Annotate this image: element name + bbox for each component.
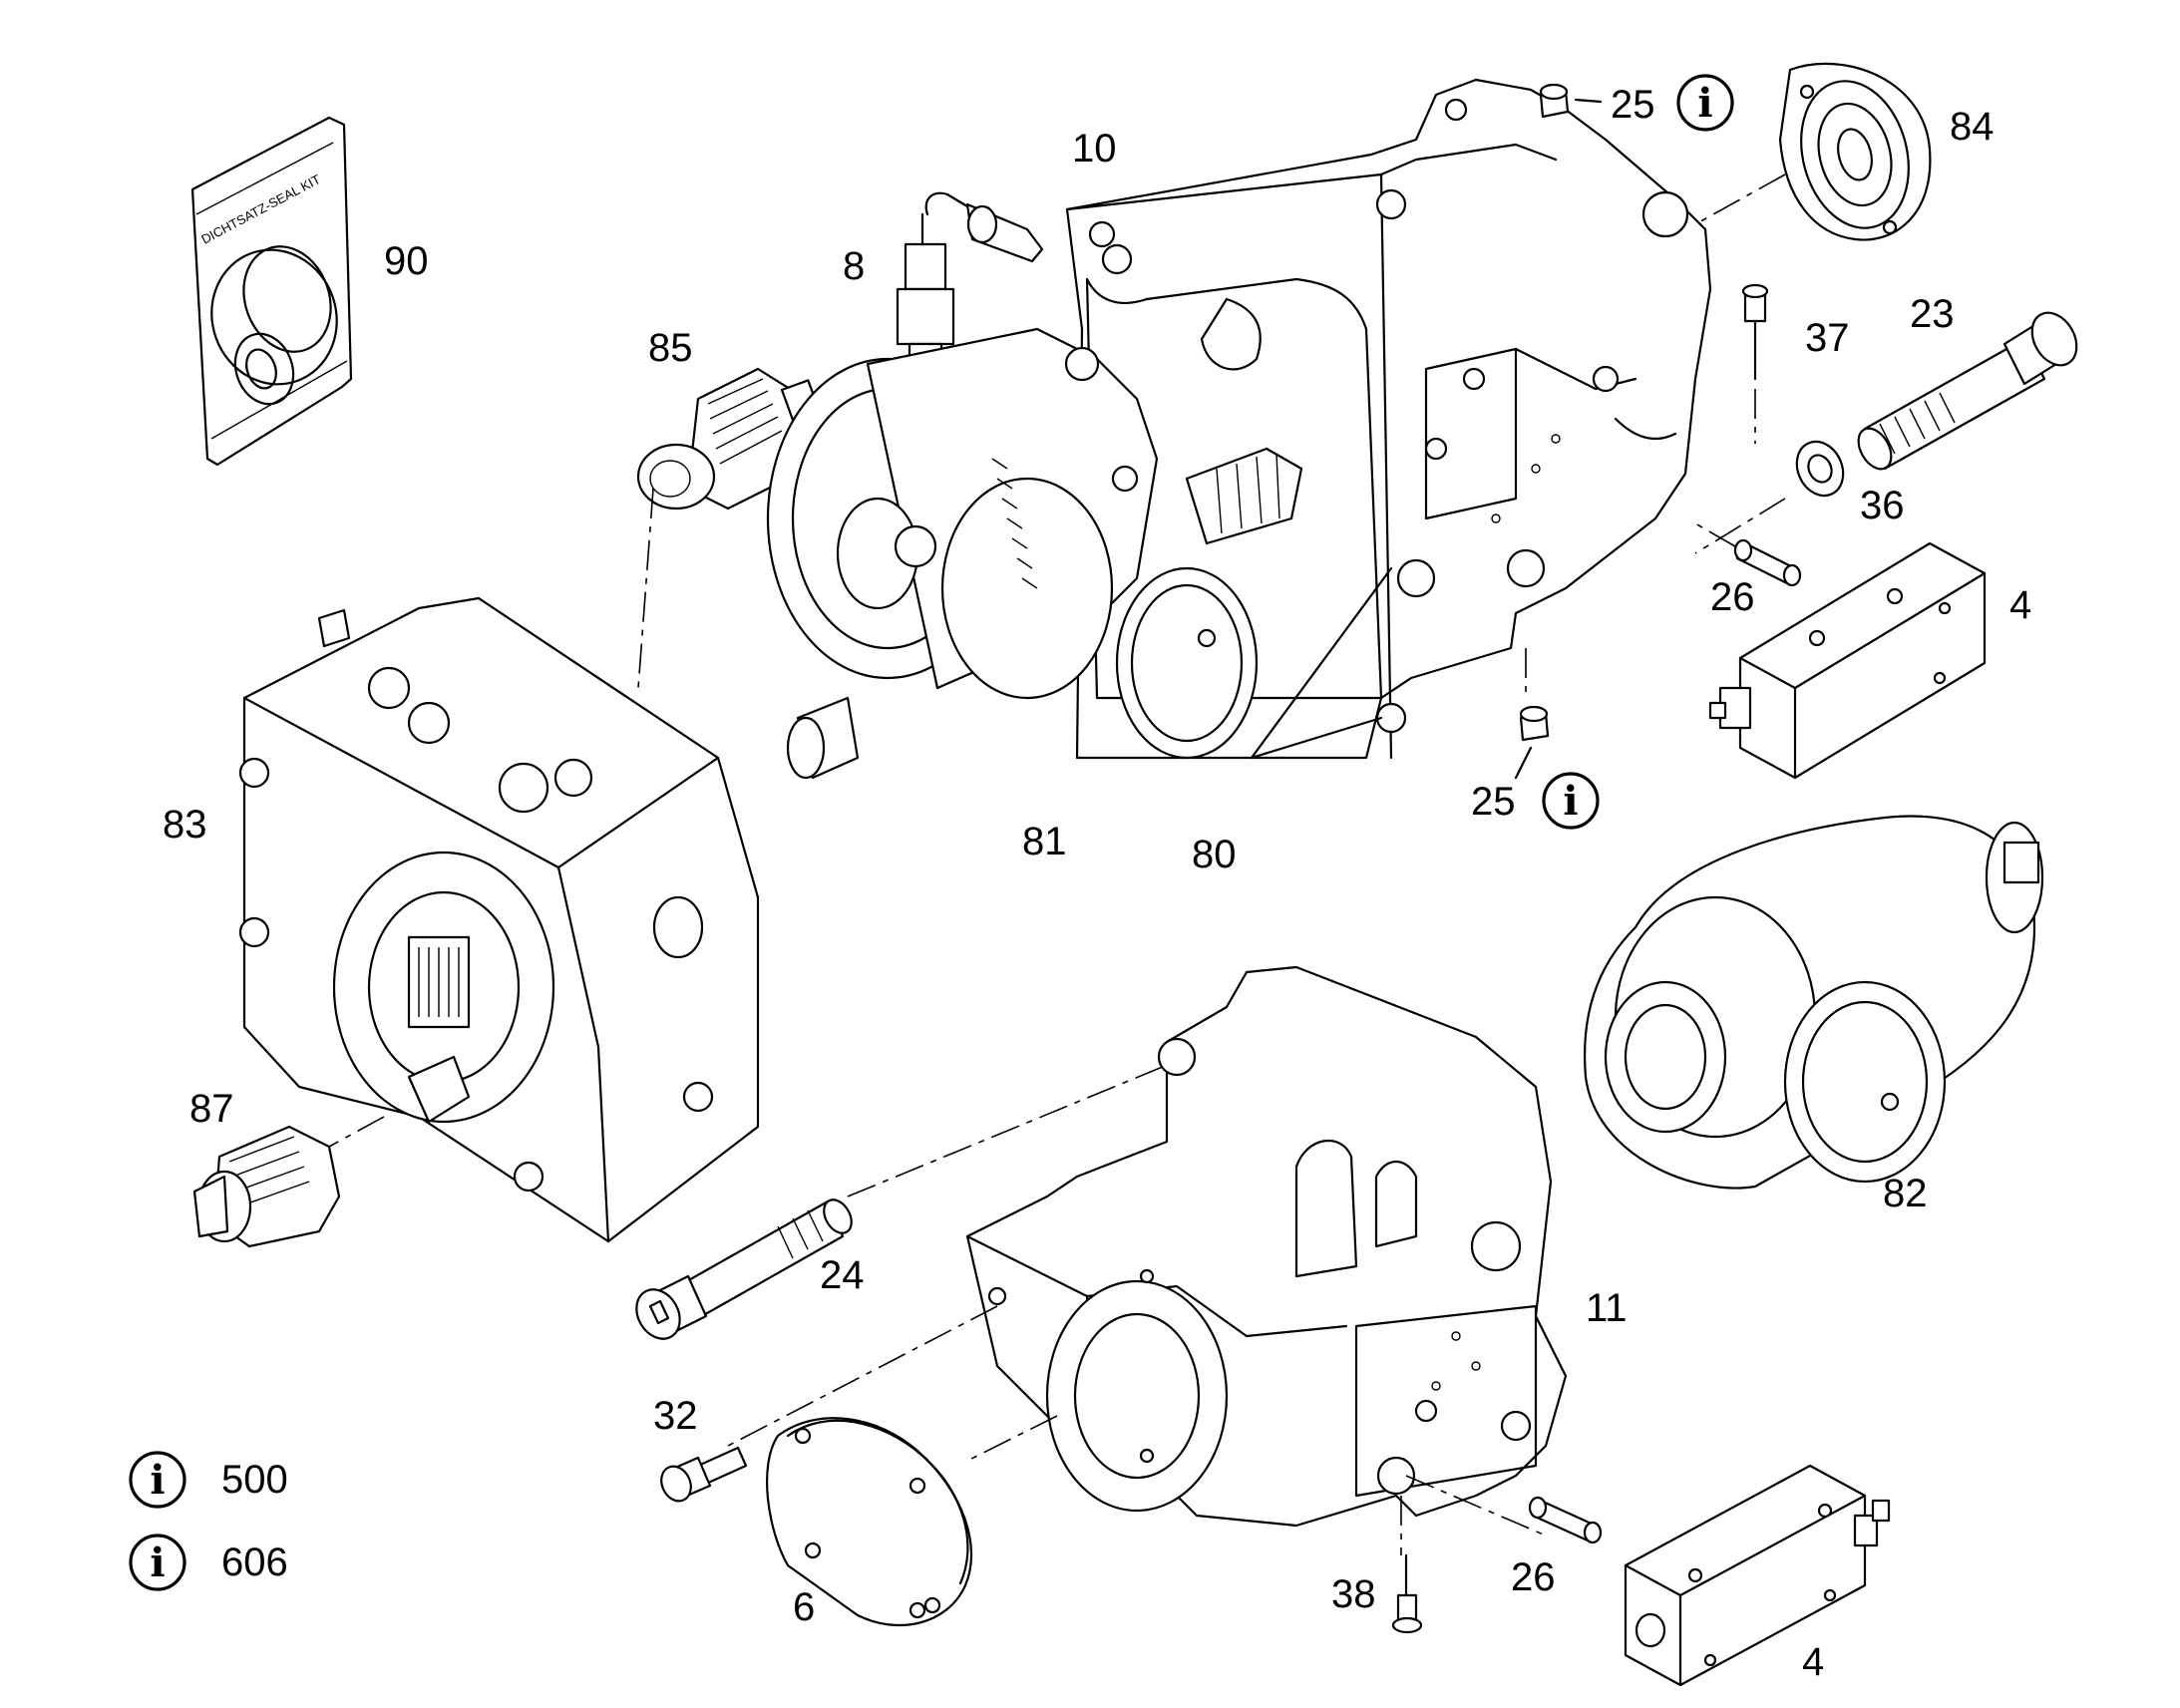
callout-26-lower: 26 xyxy=(1511,1555,1556,1599)
info-icon-glyph: i xyxy=(1697,80,1712,127)
callout-24: 24 xyxy=(820,1253,865,1297)
motor-housing-11 xyxy=(727,965,1568,1555)
callout-81: 81 xyxy=(1022,820,1067,863)
o-rings-80 xyxy=(1250,566,1393,760)
seal-kit-bag: DICHTSATZ-SEAL KIT xyxy=(190,116,353,467)
screw-23 xyxy=(1857,311,2078,471)
rotating-group-81 xyxy=(766,327,1303,780)
info-icon: i xyxy=(129,1451,186,1509)
valve-cartridge-87 xyxy=(192,1125,341,1248)
callout-labels: 90 85 8 10 25 84 37 23 36 26 4 25 83 81 … xyxy=(163,83,2031,1684)
info-icon-glyph: i xyxy=(150,1539,165,1586)
info-ref-number: 606 xyxy=(221,1540,288,1584)
callout-6: 6 xyxy=(793,1585,815,1629)
callout-85: 85 xyxy=(648,326,693,370)
info-icon: i xyxy=(1542,772,1600,830)
callout-4-upper: 4 xyxy=(2009,583,2031,627)
info-reference-500: i 500 xyxy=(129,1451,288,1509)
callout-84: 84 xyxy=(1950,105,1995,149)
callout-25-lower: 25 xyxy=(1471,780,1516,824)
pin-38 xyxy=(1391,1553,1423,1634)
info-icon: i xyxy=(1676,74,1734,132)
plug-25-lower xyxy=(1514,705,1550,780)
info-icon: i xyxy=(129,1534,186,1591)
washer-36 xyxy=(1694,440,1845,554)
pin-37 xyxy=(1741,283,1769,444)
callout-8: 8 xyxy=(843,244,865,288)
cover-plate-6 xyxy=(766,1417,973,1627)
callout-38: 38 xyxy=(1331,1572,1376,1616)
callout-87: 87 xyxy=(189,1087,234,1131)
valve-block-4-lower xyxy=(1624,1464,1891,1687)
callout-4-lower: 4 xyxy=(1802,1640,1824,1684)
callout-36: 36 xyxy=(1860,484,1905,527)
callout-11: 11 xyxy=(1586,1286,1628,1330)
callout-10: 10 xyxy=(1072,127,1117,171)
info-reference-606: i 606 xyxy=(129,1534,288,1591)
screw-24 xyxy=(635,1056,1188,1340)
callout-37: 37 xyxy=(1805,316,1850,360)
pin-26-upper xyxy=(1694,522,1802,587)
pin-26-lower xyxy=(1528,1496,1603,1544)
callout-82: 82 xyxy=(1883,1172,1928,1215)
callout-32: 32 xyxy=(653,1394,698,1438)
info-ref-number: 500 xyxy=(221,1458,288,1502)
callout-26-upper: 26 xyxy=(1710,575,1755,619)
bolt-32 xyxy=(660,1446,748,1503)
rotating-group-82 xyxy=(1584,815,2044,1190)
callout-80: 80 xyxy=(1192,833,1237,876)
plug-25-upper xyxy=(1539,83,1603,119)
port-plate-83 xyxy=(238,596,760,1243)
info-icon-glyph: i xyxy=(1563,778,1578,825)
info-icon-glyph: i xyxy=(150,1457,165,1504)
callout-83: 83 xyxy=(163,803,207,847)
callout-23: 23 xyxy=(1910,292,1955,336)
flange-cover-84 xyxy=(1694,62,1932,241)
callout-25-upper: 25 xyxy=(1611,83,1655,127)
valve-block-4-upper xyxy=(1708,541,1987,780)
callout-90: 90 xyxy=(384,239,429,283)
